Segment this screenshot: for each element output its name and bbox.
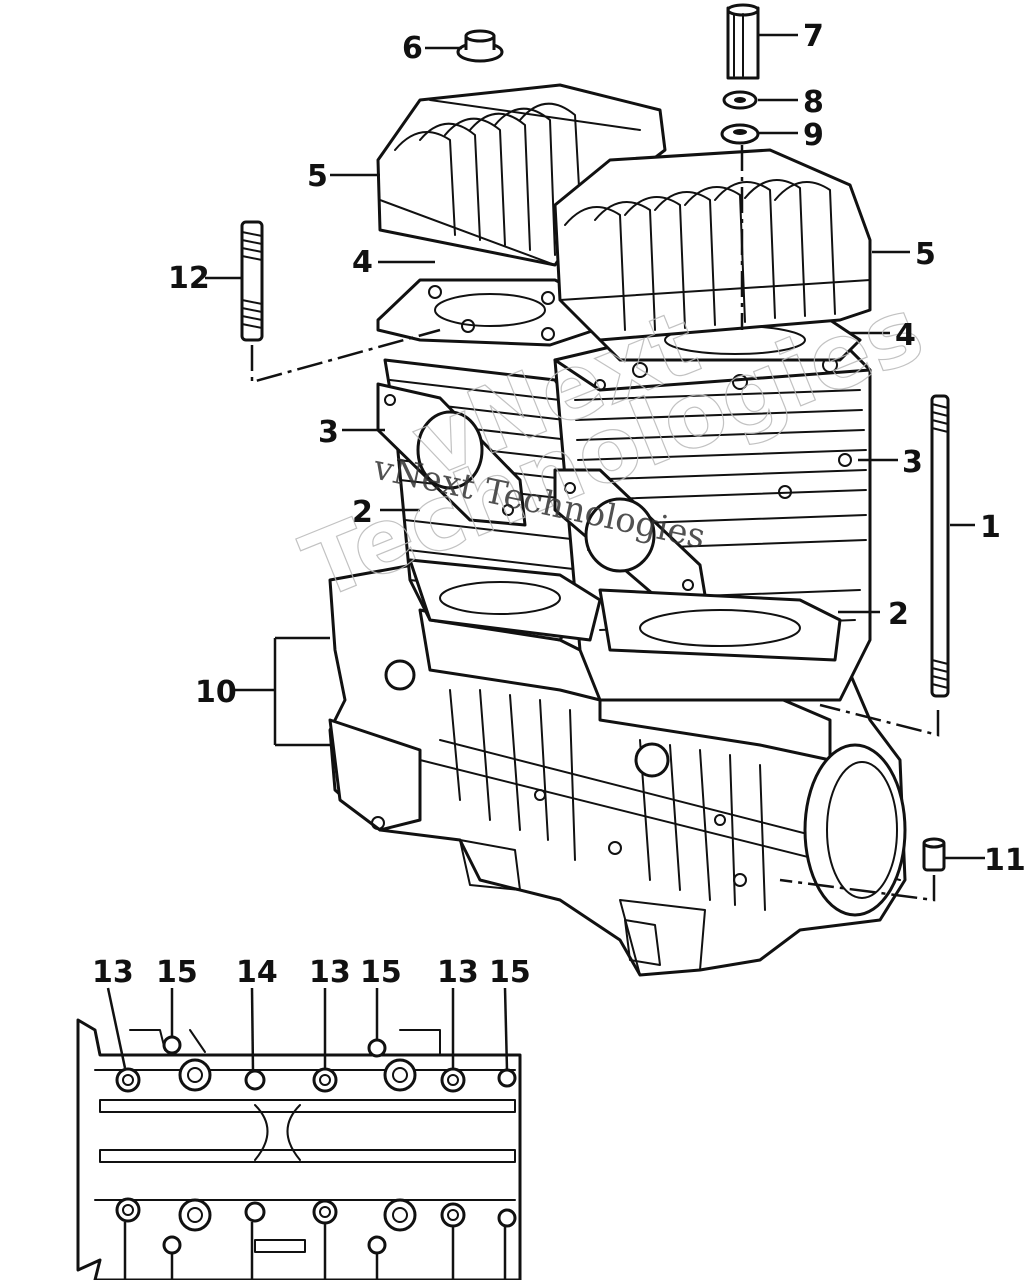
callout-3-right: 3	[902, 445, 923, 480]
head-gasket-left-part	[376, 278, 597, 347]
callout-5-left: 5	[307, 159, 328, 194]
dowel-pin-part	[922, 837, 946, 872]
callout-7: 7	[803, 19, 824, 54]
callout-13-second: 13	[309, 955, 351, 990]
base-gasket-right-part	[598, 588, 842, 662]
base-gasket-left-part	[408, 558, 602, 642]
callout-5-right: 5	[915, 237, 936, 272]
callout-10: 10	[195, 675, 237, 710]
leader-lines	[106, 33, 985, 1280]
alignment-lines	[250, 145, 940, 902]
callout-4-left: 4	[352, 245, 373, 280]
callout-9: 9	[803, 118, 824, 153]
cylinder-head-left-part	[376, 83, 667, 267]
callout-12: 12	[168, 261, 210, 296]
cylinder-head-right-part	[553, 148, 872, 342]
callout-numbers: 6 7 8 9 5 5 4 4 12 3 3 2 2 1 10 11 13 15…	[92, 19, 1024, 990]
stud-bolt-part	[240, 220, 264, 342]
callout-6: 6	[402, 31, 423, 66]
callout-13-third: 13	[437, 955, 479, 990]
callout-2-left: 2	[352, 495, 373, 530]
callout-4-right: 4	[895, 318, 916, 353]
intake-flange-right-part	[553, 468, 707, 602]
callout-15-third: 15	[489, 955, 531, 990]
callout-11: 11	[984, 843, 1024, 878]
callout-3-left: 3	[318, 415, 339, 450]
callout-15-second: 15	[360, 955, 402, 990]
callout-1: 1	[980, 510, 1001, 545]
callout-8: 8	[803, 85, 824, 120]
callout-13-first: 13	[92, 955, 134, 990]
washer-part	[722, 90, 758, 110]
sleeve-nut-part	[726, 3, 760, 80]
long-stud-part	[930, 394, 950, 698]
crankcase-bottom-view	[76, 1018, 522, 1280]
callout-15-first: 15	[156, 955, 198, 990]
lock-washer-part	[720, 123, 760, 145]
callout-14: 14	[236, 955, 278, 990]
flange-nut-part	[456, 29, 504, 63]
callout-2-right: 2	[888, 597, 909, 632]
